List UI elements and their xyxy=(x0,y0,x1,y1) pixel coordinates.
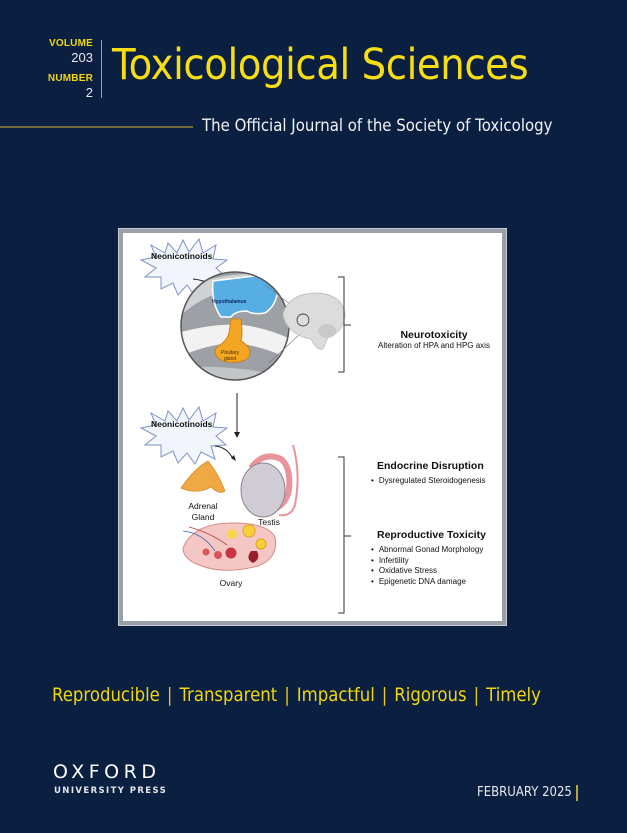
issue-divider xyxy=(101,40,102,98)
endocrine-block: Endocrine Disruption Dysregulated Steroi… xyxy=(377,460,486,487)
publisher-logo: OXFORD xyxy=(53,761,161,783)
bracket-bottom xyxy=(338,456,345,614)
figure-illustration xyxy=(139,237,351,614)
tagline-item: Impactful xyxy=(296,684,375,706)
hypothalamus-label: Hypothalamus xyxy=(212,299,247,305)
journal-title: Toxicological Sciences xyxy=(112,40,529,90)
reproductive-item: Oxidative Stress xyxy=(371,566,486,577)
issue-date: FEBRUARY 2025 xyxy=(477,785,572,800)
reproductive-item: Epigenetic DNA damage xyxy=(371,577,486,588)
cover-figure: Neonicotinoids Hypothalamus Pituitary gl… xyxy=(119,229,506,625)
neurotoxicity-title: Neurotoxicity xyxy=(400,329,468,341)
tagline-item: Rigorous xyxy=(394,684,467,706)
pituitary-label: Pituitary gland xyxy=(221,350,240,362)
adrenal-label: Adrenal Gland xyxy=(188,501,218,522)
arrow-bottom-icon xyxy=(214,445,234,460)
tagline-item: Reproducible xyxy=(52,684,160,706)
reproductive-title: Reproductive Toxicity xyxy=(377,529,486,541)
header-rule xyxy=(0,126,193,128)
endocrine-item: Dysregulated Steroidogenesis xyxy=(371,476,486,487)
number-label: NUMBER xyxy=(47,73,93,84)
ovary-icon xyxy=(182,522,277,571)
endocrine-title: Endocrine Disruption xyxy=(377,460,484,472)
stressor-label-bottom: Neonicotinoids xyxy=(151,419,213,429)
testis-label: Testis xyxy=(258,517,280,527)
ovary-label: Ovary xyxy=(219,578,243,588)
issue-number: 2 xyxy=(85,85,93,100)
volume-number: 203 xyxy=(71,50,93,65)
reproductive-item: Infertility xyxy=(371,556,486,567)
tagline: Reproducible|Transparent|Impactful|Rigor… xyxy=(52,684,541,706)
reproductive-block: Reproductive Toxicity Abnormal Gonad Mor… xyxy=(377,529,486,587)
tagline-item: Transparent xyxy=(179,684,278,706)
reproductive-item: Abnormal Gonad Morphology xyxy=(371,545,486,556)
journal-subtitle: The Official Journal of the Society of T… xyxy=(202,116,553,136)
testis-icon xyxy=(240,444,299,518)
issue-info: VOLUME 203 NUMBER 2 xyxy=(40,38,93,100)
reproductive-list: Abnormal Gonad Morphology Infertility Ox… xyxy=(371,545,486,587)
tagline-item: Timely xyxy=(486,684,541,706)
neurotoxicity-desc: Alteration of HPA and HPG axis xyxy=(378,341,490,350)
volume-label: VOLUME xyxy=(49,38,93,49)
date-rule xyxy=(576,785,578,801)
adrenal-gland-icon xyxy=(180,460,226,493)
starburst-bottom-icon xyxy=(139,405,229,465)
stressor-label-top: Neonicotinoids xyxy=(151,251,213,261)
endocrine-list: Dysregulated Steroidogenesis xyxy=(371,476,486,487)
publisher-sub: UNIVERSITY PRESS xyxy=(54,786,168,796)
brain-icon xyxy=(282,292,346,350)
neurotoxicity-block: Neurotoxicity Alteration of HPA and HPG … xyxy=(359,329,509,350)
